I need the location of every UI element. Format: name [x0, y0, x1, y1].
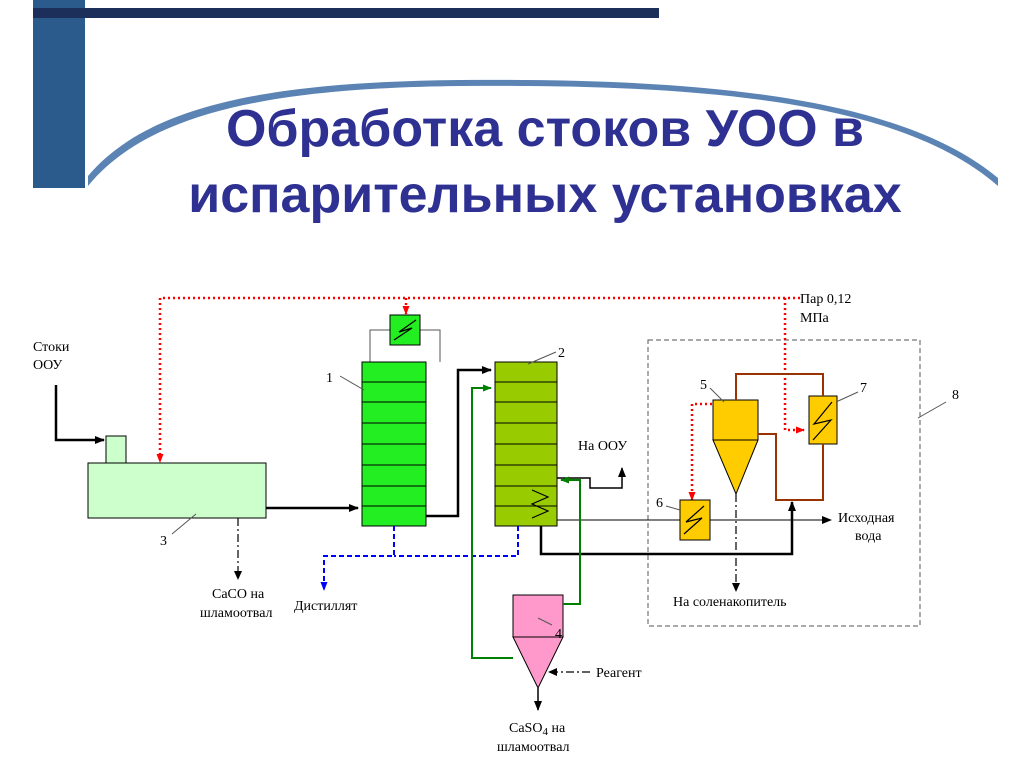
- title-line-2: испарительных установках: [188, 166, 902, 224]
- label-iskhodnaya-line1: Исходная: [838, 511, 895, 526]
- heater-7: [808, 395, 838, 445]
- brown-loop-line: [735, 373, 824, 501]
- label-distillyat: Дистиллят: [294, 599, 357, 614]
- diagram-labels: Стоки ООУ Пар 0,12 МПа На ООУ Исходная в…: [33, 292, 959, 755]
- left-vertical-bar: [33, 0, 85, 188]
- top-horizontal-bar: [33, 8, 659, 18]
- label-reagent: Реагент: [596, 666, 642, 681]
- title-line-1: Обработка стоков УОО в: [225, 100, 865, 158]
- number-5: 5: [700, 378, 707, 393]
- process-lines: [54, 366, 832, 711]
- unit-5-cyclone: [712, 399, 759, 496]
- label-na-solenakopitel: На соленакопитель: [673, 595, 787, 610]
- unit-8-boundary: [647, 339, 921, 627]
- number-2: 2: [558, 346, 565, 361]
- label-iskhodnaya-line2: вода: [855, 529, 882, 544]
- label-par-line2: МПа: [800, 311, 830, 326]
- number-6: 6: [656, 496, 663, 511]
- number-1: 1: [326, 371, 333, 386]
- label-caso4-line1: CaSO4 на: [509, 721, 566, 738]
- arrowhead-reagent: [548, 668, 557, 676]
- label-caco-line2: шламоотвал: [200, 606, 273, 621]
- label-caco-line1: CaCO на: [212, 587, 265, 602]
- leader-lines: [171, 351, 947, 626]
- arrowhead-solenakopitel: [732, 583, 740, 592]
- heater-6: [679, 499, 711, 541]
- recycle-lines: [471, 384, 581, 659]
- heater-on-evaporator-1: [369, 314, 441, 362]
- label-caso4-line2: шламоотвал: [497, 740, 570, 755]
- number-7: 7: [860, 381, 867, 396]
- distillate-lines: [320, 526, 519, 591]
- number-8: 8: [952, 388, 959, 403]
- tank-3: [87, 435, 267, 519]
- label-par-line1: Пар 0,12: [800, 292, 851, 307]
- label-stoki-line1: Стоки: [33, 340, 70, 355]
- dashdot-lines: [237, 494, 737, 673]
- number-3: 3: [160, 534, 167, 549]
- evaporator-1: [361, 361, 427, 527]
- crystallizer-4: [512, 594, 564, 690]
- evaporator-2: [494, 361, 558, 527]
- label-stoki-line2: ООУ: [33, 358, 62, 373]
- number-4: 4: [555, 627, 562, 642]
- label-na-oou: На ООУ: [578, 439, 627, 454]
- slide-title: Обработка стоков УОО в испарительных уст…: [90, 96, 1000, 228]
- arrowhead-caco: [234, 571, 242, 580]
